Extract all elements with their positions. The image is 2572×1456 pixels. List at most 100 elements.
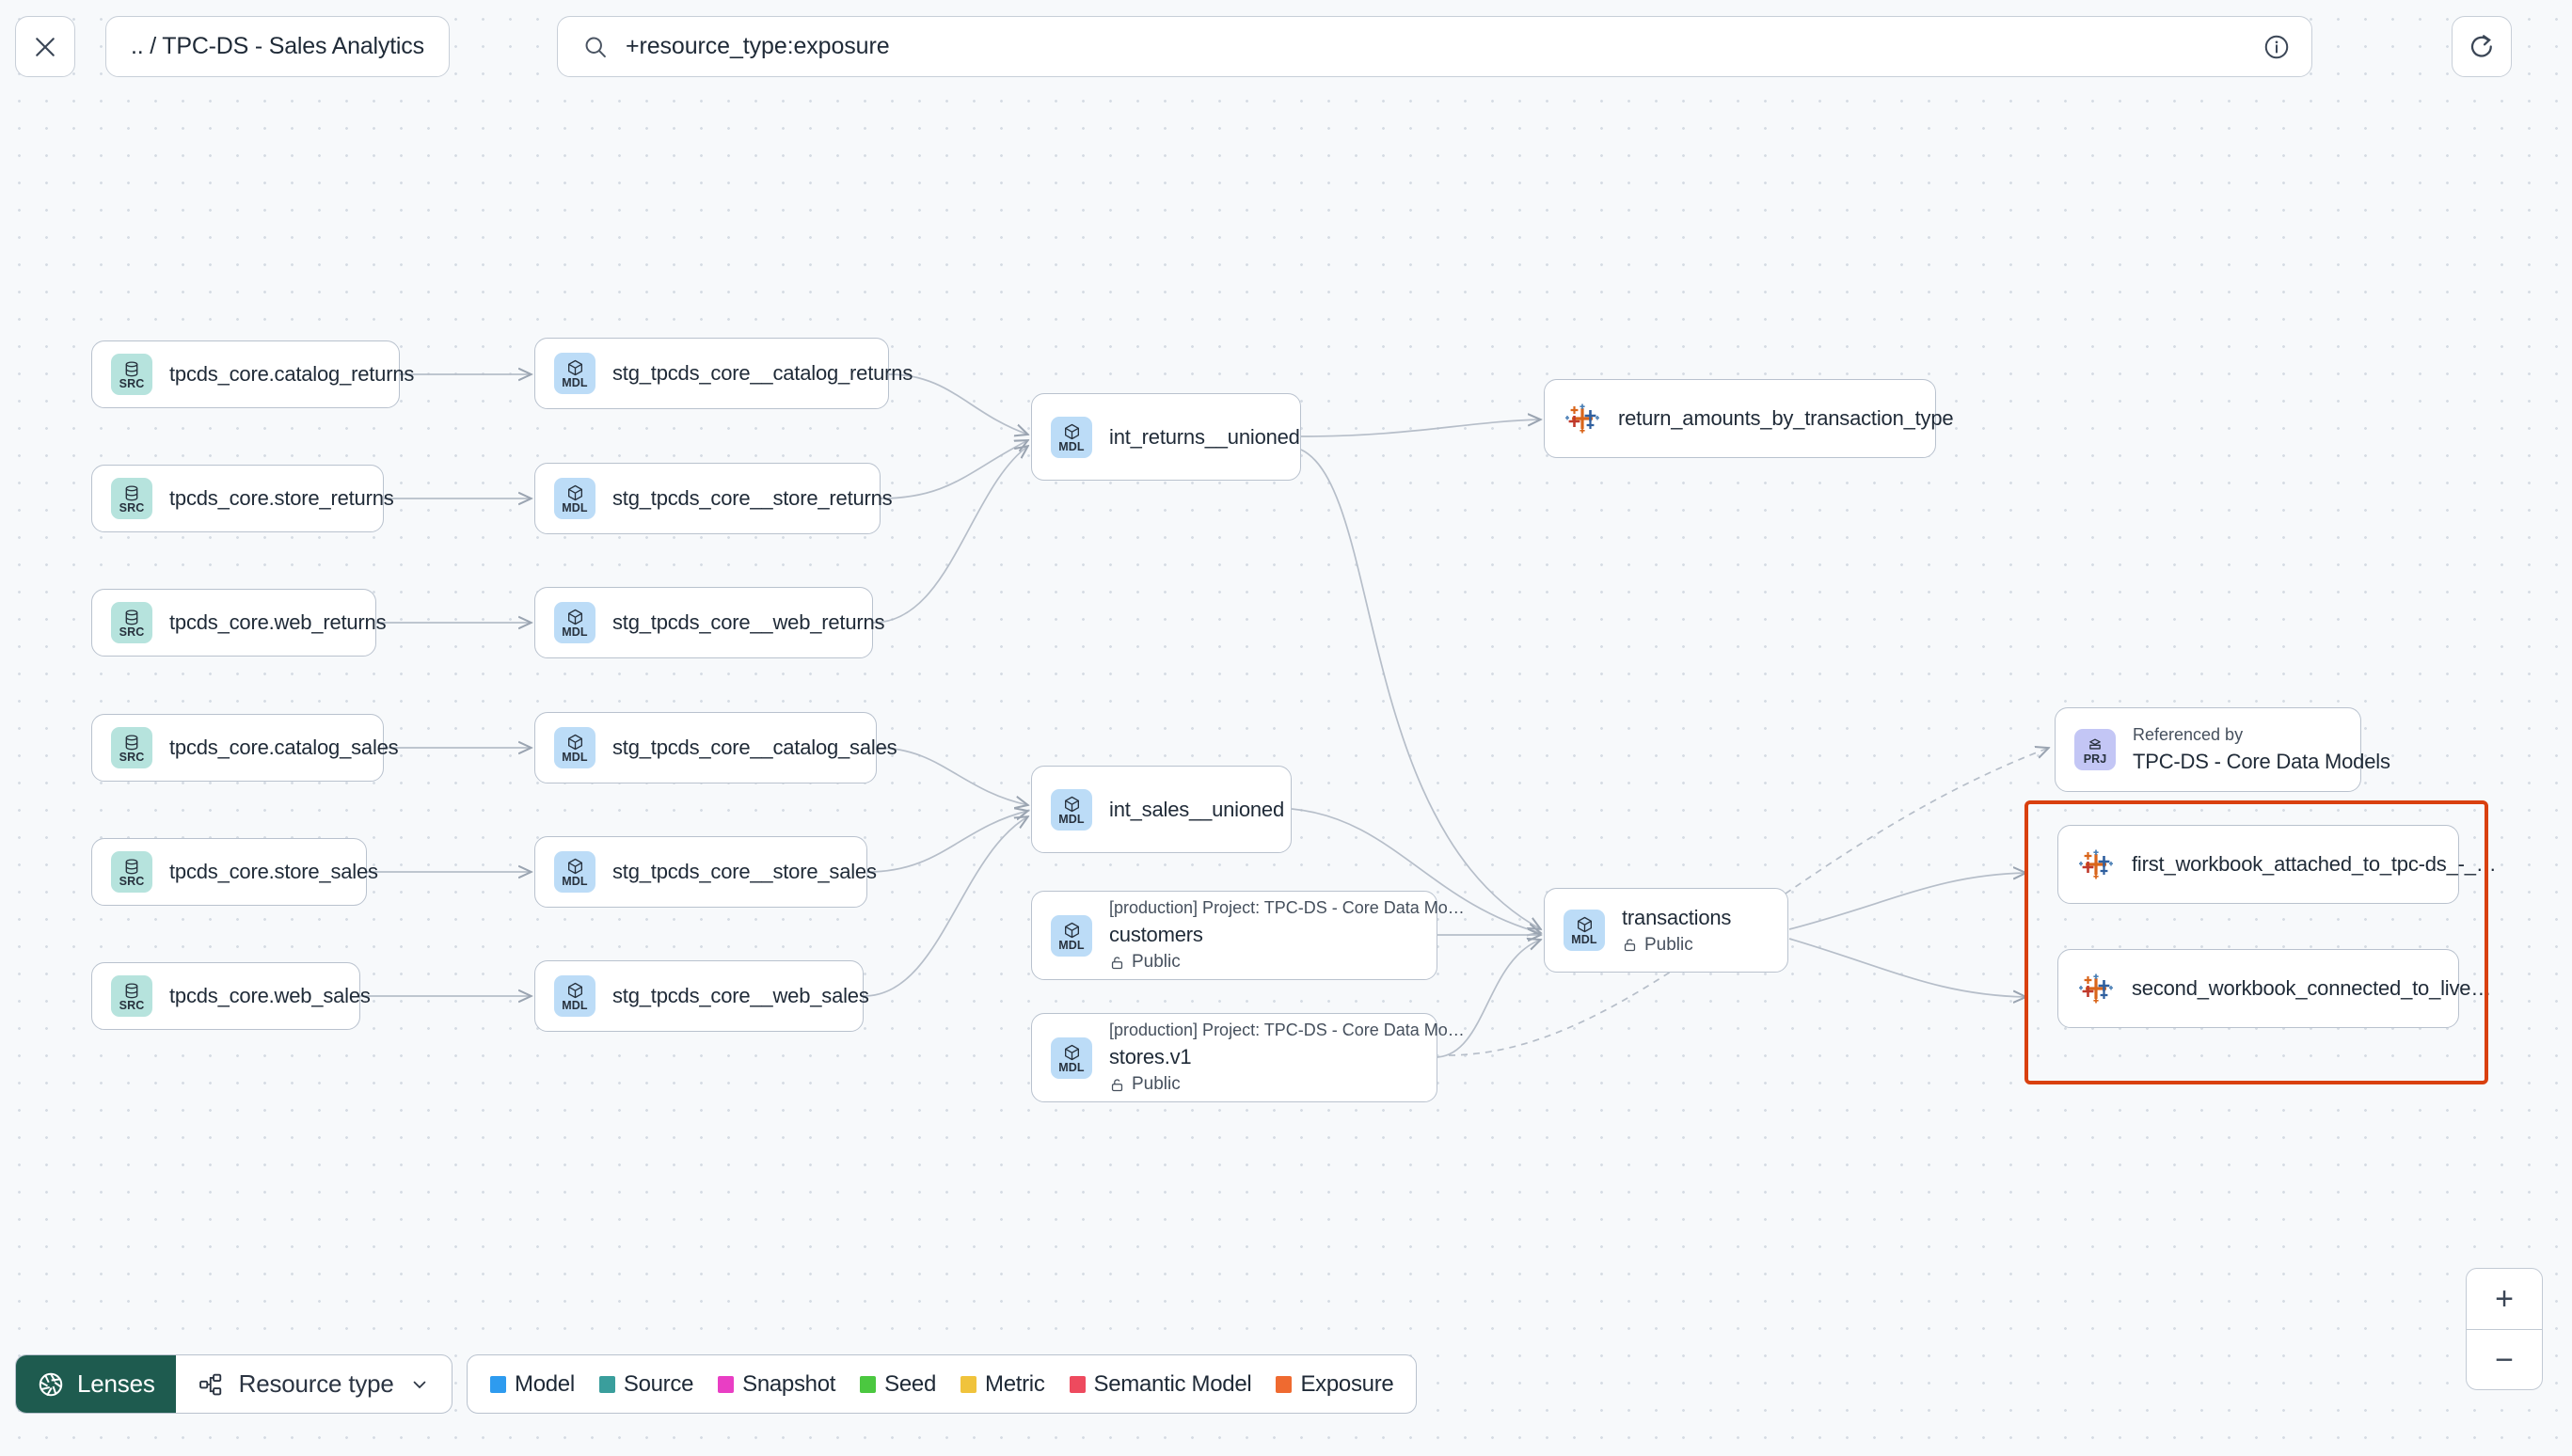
refresh-button[interactable] bbox=[2452, 16, 2512, 77]
node-label: second_workbook_connected_to_live… bbox=[2132, 976, 2492, 1000]
node-exposure-return-amounts[interactable]: return_amounts_by_transaction_type bbox=[1544, 379, 1954, 458]
node-subtitle: [production] Project: TPC-DS - Core Data… bbox=[1109, 898, 1465, 917]
exposure-tableau-icon bbox=[2077, 970, 2115, 1007]
node-model-stg-web-returns[interactable]: MDL stg_tpcds_core__web_returns bbox=[534, 587, 885, 658]
src-badge: SRC bbox=[111, 478, 152, 519]
mdl-badge-label: MDL bbox=[1058, 812, 1085, 826]
src-badge-label: SRC bbox=[119, 625, 145, 639]
visibility-label: Public bbox=[1132, 952, 1181, 972]
mdl-badge-label: MDL bbox=[1058, 1060, 1085, 1074]
node-source-store-sales[interactable]: SRC tpcds_core.store_sales bbox=[91, 838, 378, 906]
mdl-badge: MDL bbox=[554, 602, 595, 643]
node-label: tpcds_core.store_sales bbox=[169, 860, 378, 883]
legend-item-snapshot[interactable]: Snapshot bbox=[718, 1371, 835, 1398]
src-badge-label: SRC bbox=[119, 500, 145, 514]
legend-item-metric[interactable]: Metric bbox=[961, 1371, 1045, 1398]
node-label: first_workbook_attached_to_tpc-ds_-_… bbox=[2132, 852, 2497, 876]
node-text: [production] Project: TPC-DS - Core Data… bbox=[1109, 1021, 1465, 1095]
mdl-badge: MDL bbox=[554, 727, 595, 768]
mdl-badge: MDL bbox=[554, 975, 595, 1017]
node-model-stg-catalog-sales[interactable]: MDL stg_tpcds_core__catalog_sales bbox=[534, 712, 897, 783]
resource-type-dropdown[interactable]: Resource type bbox=[176, 1355, 452, 1413]
mdl-badge: MDL bbox=[554, 478, 595, 519]
legend-label: Seed bbox=[884, 1370, 936, 1397]
node-model-stg-catalog-returns[interactable]: MDL stg_tpcds_core__catalog_returns bbox=[534, 338, 913, 409]
legend-swatch bbox=[598, 1375, 615, 1393]
node-label: tpcds_core.store_returns bbox=[169, 486, 394, 510]
database-icon bbox=[125, 734, 138, 750]
legend-item-exposure[interactable]: Exposure bbox=[1276, 1370, 1394, 1398]
breadcrumb[interactable]: .. / TPC-DS - Sales Analytics bbox=[105, 16, 450, 77]
mdl-badge: MDL bbox=[554, 353, 595, 394]
aperture-icon bbox=[39, 1372, 63, 1396]
top-toolbar: .. / TPC-DS - Sales Analytics +resource_… bbox=[0, 0, 2572, 109]
legend-item-semantic-model[interactable]: Semantic Model bbox=[1069, 1371, 1252, 1398]
mdl-badge-label: MDL bbox=[562, 999, 588, 1012]
unlock-icon bbox=[1624, 939, 1636, 952]
node-source-web-sales[interactable]: SRC tpcds_core.web_sales bbox=[91, 962, 371, 1030]
hierarchy-icon bbox=[198, 1373, 221, 1395]
mdl-badge: MDL bbox=[1051, 914, 1092, 957]
node-model-stg-store-sales[interactable]: MDL stg_tpcds_core__store_sales bbox=[534, 836, 877, 908]
zoom-controls[interactable]: + − bbox=[2466, 1268, 2543, 1390]
legend-label: Exposure bbox=[1300, 1370, 1394, 1397]
mdl-badge-label: MDL bbox=[562, 625, 588, 639]
node-exposure-first-workbook[interactable]: first_workbook_attached_to_tpc-ds_-_… bbox=[2057, 825, 2497, 904]
cube-icon bbox=[567, 484, 582, 501]
node-model-stg-web-sales[interactable]: MDL stg_tpcds_core__web_sales bbox=[534, 960, 869, 1032]
node-text: [production] Project: TPC-DS - Core Data… bbox=[1109, 898, 1465, 973]
node-model-stores-v1[interactable]: MDL [production] Project: TPC-DS - Core … bbox=[1031, 1013, 1465, 1102]
prj-badge: PRJ bbox=[2074, 729, 2116, 770]
node-project-referenced-by[interactable]: PRJ Referenced by TPC-DS - Core Data Mod… bbox=[2055, 707, 2390, 792]
node-source-store-returns[interactable]: SRC tpcds_core.store_returns bbox=[91, 465, 394, 532]
mdl-badge-label: MDL bbox=[562, 376, 588, 389]
exposure-tableau-icon bbox=[1564, 400, 1601, 437]
node-source-web-returns[interactable]: SRC tpcds_core.web_returns bbox=[91, 589, 387, 657]
node-model-stg-store-returns[interactable]: MDL stg_tpcds_core__store_returns bbox=[534, 463, 893, 534]
mdl-badge: MDL bbox=[1564, 910, 1605, 951]
node-text: transactions Public bbox=[1622, 906, 1731, 956]
zoom-in-button[interactable]: + bbox=[2467, 1269, 2542, 1330]
src-badge: SRC bbox=[111, 851, 152, 893]
node-label: transactions bbox=[1622, 905, 1732, 929]
mdl-badge: MDL bbox=[554, 851, 595, 893]
node-model-int-sales-unioned[interactable]: MDL int_sales__unioned bbox=[1031, 766, 1292, 853]
lenses-control-group: Lenses Resource type bbox=[15, 1354, 452, 1414]
legend-item-seed[interactable]: Seed bbox=[860, 1371, 936, 1398]
node-model-transactions[interactable]: MDL transactions Public bbox=[1544, 888, 1788, 973]
node-source-catalog-returns[interactable]: SRC tpcds_core.catalog_returns bbox=[91, 340, 414, 408]
lenses-button[interactable]: Lenses bbox=[16, 1355, 176, 1413]
node-subtitle: [production] Project: TPC-DS - Core Data… bbox=[1109, 1021, 1465, 1039]
node-model-customers[interactable]: MDL [production] Project: TPC-DS - Core … bbox=[1031, 891, 1465, 980]
legend-swatch bbox=[490, 1375, 506, 1393]
info-button[interactable] bbox=[2262, 33, 2291, 61]
cube-icon bbox=[567, 734, 582, 751]
src-badge: SRC bbox=[111, 354, 152, 395]
search-icon bbox=[585, 37, 606, 57]
search-input[interactable]: +resource_type:exposure bbox=[626, 33, 890, 59]
cube-icon bbox=[1064, 423, 1079, 439]
mdl-badge-label: MDL bbox=[1571, 933, 1597, 946]
src-badge-label: SRC bbox=[119, 998, 145, 1012]
visibility-label: Public bbox=[1132, 1074, 1181, 1094]
zoom-out-button[interactable]: − bbox=[2495, 1342, 2514, 1378]
search-bar[interactable]: +resource_type:exposure bbox=[557, 16, 2312, 77]
exposure-tableau-icon bbox=[2077, 846, 2115, 883]
legend-item-model[interactable]: Model bbox=[490, 1371, 575, 1398]
node-text: Referenced by TPC-DS - Core Data Models bbox=[2133, 725, 2390, 774]
node-model-int-returns-unioned[interactable]: MDL int_returns__unioned bbox=[1031, 393, 1301, 481]
legend-swatch bbox=[860, 1375, 877, 1393]
src-badge-label: SRC bbox=[119, 874, 145, 888]
database-icon bbox=[125, 360, 138, 376]
node-subtitle: Referenced by bbox=[2133, 725, 2244, 744]
close-button[interactable] bbox=[15, 16, 75, 77]
cube-icon bbox=[1064, 1044, 1079, 1060]
visibility-badge: Public bbox=[1622, 935, 1731, 956]
node-source-catalog-sales[interactable]: SRC tpcds_core.catalog_sales bbox=[91, 714, 399, 782]
node-exposure-second-workbook[interactable]: second_workbook_connected_to_live… bbox=[2057, 949, 2491, 1028]
visibility-badge: Public bbox=[1109, 952, 1418, 973]
legend-item-source[interactable]: Source bbox=[598, 1371, 693, 1398]
node-label: int_returns__unioned bbox=[1109, 424, 1300, 449]
